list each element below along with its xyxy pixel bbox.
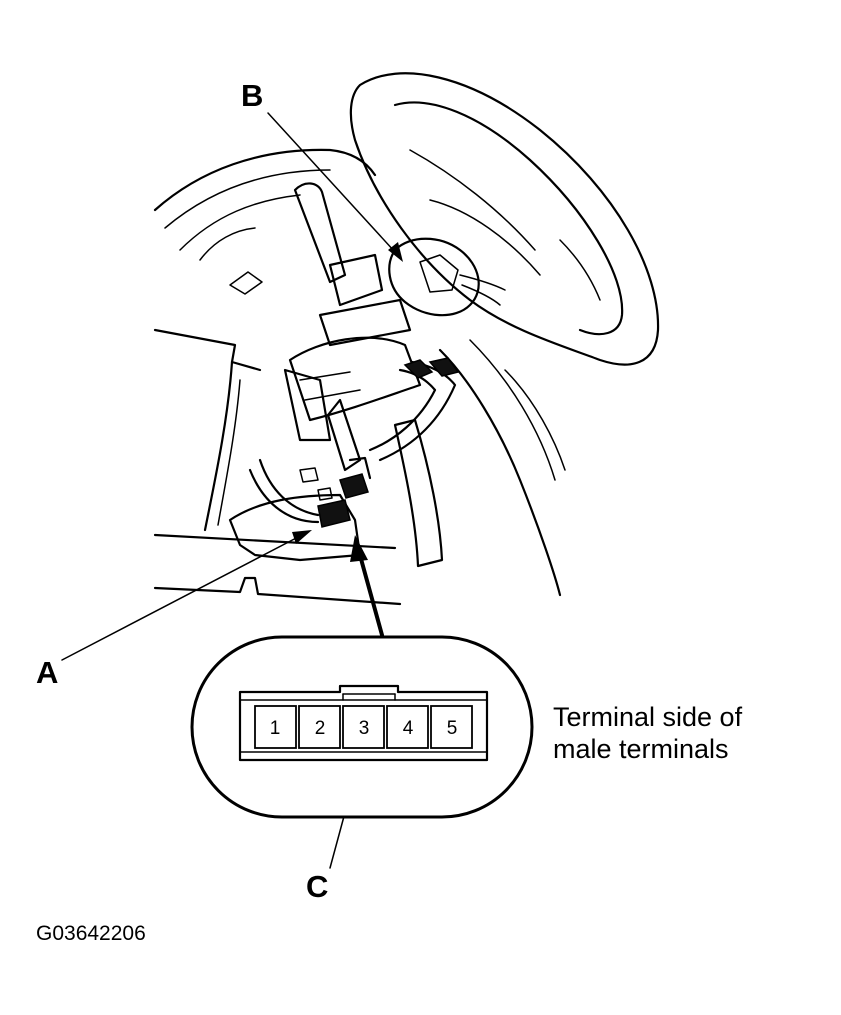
steering-column-assembly: [248, 182, 460, 528]
connector-pin-cells: [254, 705, 473, 749]
pin-number-5: 5: [447, 718, 458, 739]
callout-label-b: B: [241, 78, 263, 113]
callout-label-c: C: [306, 869, 328, 904]
pin-number-1: 1: [270, 718, 281, 739]
callout-arrow-a: [61, 530, 312, 661]
figure-code: G03642206: [36, 922, 146, 945]
callout-label-a: A: [36, 655, 58, 690]
steering-wheel: [349, 72, 660, 366]
connector-note-line-1: Terminal side of: [553, 702, 743, 732]
pin-number-4: 4: [403, 718, 414, 739]
callout-arrow-b: [267, 112, 403, 262]
pin-cell-5: [430, 705, 473, 749]
pin-number-3: 3: [359, 718, 370, 739]
connector-detail-view: 1 2 3 4 5: [190, 635, 534, 819]
pin-cell-2: [298, 705, 341, 749]
connector-note-line-2: male terminals: [553, 734, 729, 764]
pin-cell-4: [386, 705, 429, 749]
pin-cell-1: [254, 705, 297, 749]
pointer-arrow-to-connector: [350, 535, 384, 637]
pin-number-2: 2: [315, 718, 326, 739]
pin-cell-3: [342, 705, 385, 749]
